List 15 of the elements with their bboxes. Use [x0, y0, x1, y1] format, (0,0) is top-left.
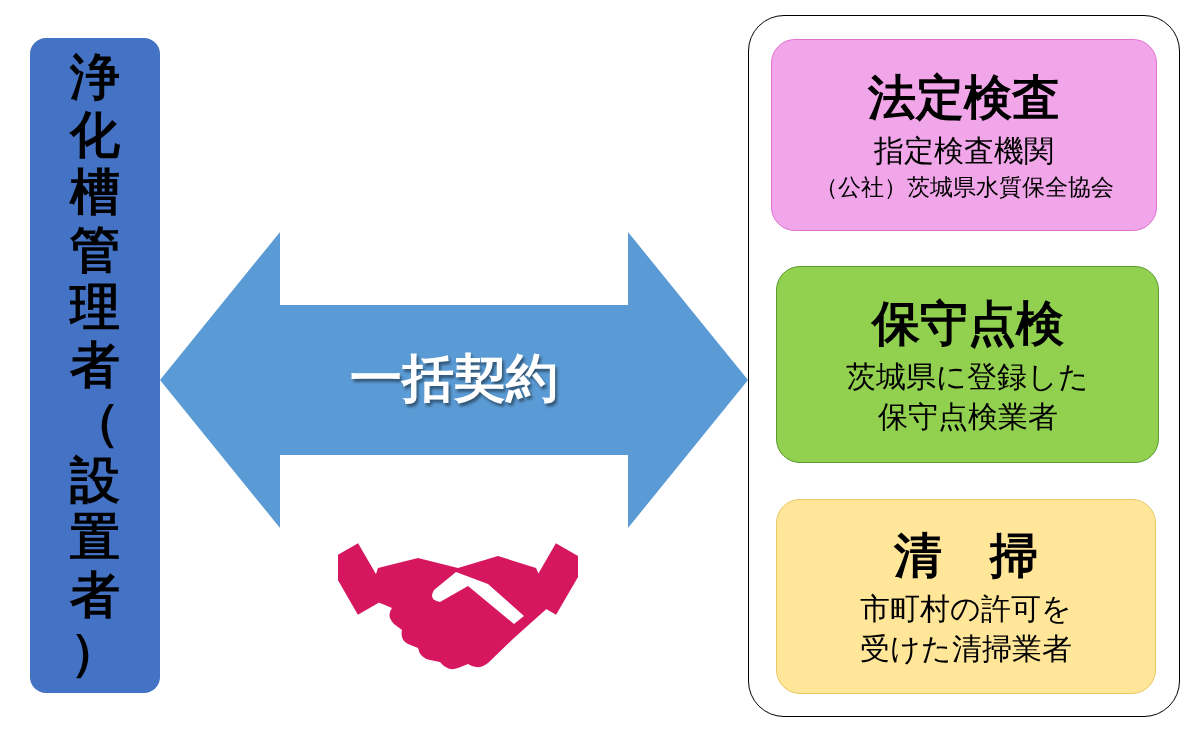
box-description: 指定検査機関 — [873, 132, 1055, 170]
box-title: 清 掃 — [894, 525, 1038, 585]
service-box — [776, 499, 1156, 694]
service-box — [776, 266, 1159, 463]
box-description: （公社）茨城県水質保全協会 — [813, 173, 1115, 202]
service-box — [771, 39, 1157, 231]
vertical-title: 浄化槽管理者（設置者） — [70, 49, 120, 682]
vertical-label-box — [30, 38, 160, 693]
box-description: 市町村の許可を受けた清掃業者 — [859, 589, 1073, 668]
box-description: 茨城県に登録した保守点検業者 — [845, 357, 1090, 436]
group-frame — [748, 15, 1180, 717]
edge-label: 一括契約 — [349, 347, 559, 410]
double-arrow — [160, 232, 748, 528]
box-title: 保守点検 — [871, 293, 1064, 353]
box-title: 法定検査 — [868, 68, 1060, 127]
